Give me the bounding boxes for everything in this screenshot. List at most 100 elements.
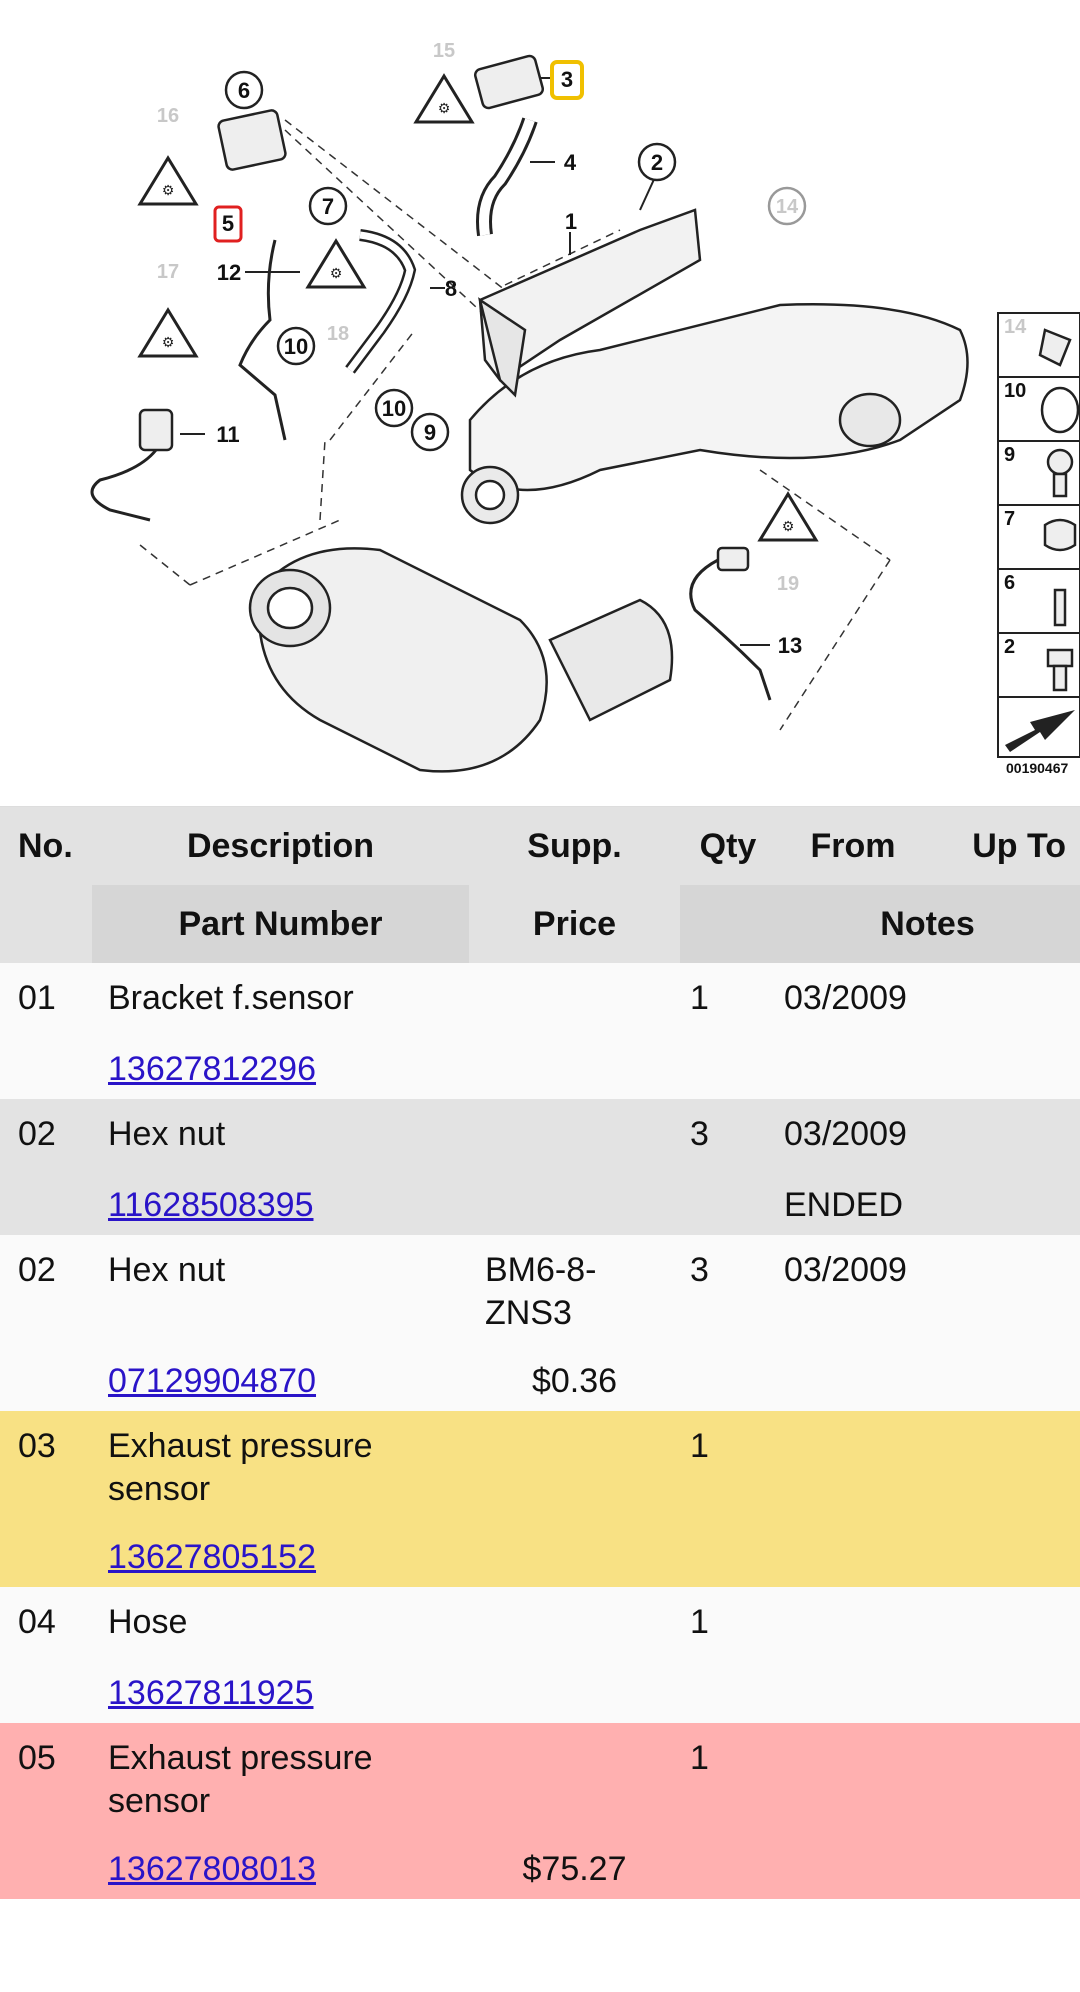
row-part-number: 13627811925 bbox=[92, 1663, 469, 1723]
row-description: Hex nut bbox=[92, 1099, 469, 1175]
row-qty: 3 bbox=[680, 1099, 776, 1175]
svg-text:19: 19 bbox=[777, 573, 799, 595]
svg-text:9: 9 bbox=[1004, 444, 1015, 466]
svg-text:4: 4 bbox=[564, 150, 577, 175]
row-qty: 3 bbox=[680, 1235, 776, 1351]
part-number-link[interactable]: 13627812296 bbox=[108, 1049, 317, 1088]
svg-text:2: 2 bbox=[1004, 636, 1015, 658]
part-number-link[interactable]: 11628508395 bbox=[108, 1185, 314, 1224]
row-price bbox=[469, 1175, 680, 1235]
svg-text:⚙: ⚙ bbox=[330, 265, 343, 281]
row-qty: 1 bbox=[680, 963, 776, 1039]
header-price: Price bbox=[469, 885, 680, 963]
header-from: From bbox=[776, 807, 930, 885]
row-notes bbox=[776, 1527, 1080, 1587]
header-description: Description bbox=[92, 807, 469, 885]
header-part-number: Part Number bbox=[92, 885, 469, 963]
row-notes bbox=[776, 1839, 1080, 1899]
row-from: 03/2009 bbox=[776, 1235, 930, 1351]
svg-text:12: 12 bbox=[217, 260, 241, 285]
svg-text:10: 10 bbox=[284, 334, 308, 359]
row-supp: BM6-8-ZNS3 bbox=[469, 1235, 680, 1351]
svg-text:18: 18 bbox=[327, 323, 349, 345]
row-from bbox=[776, 1723, 930, 1839]
row-from: 03/2009 bbox=[776, 963, 930, 1039]
svg-text:7: 7 bbox=[1004, 508, 1015, 530]
row-up-to bbox=[930, 963, 1080, 1039]
row-no: 04 bbox=[0, 1587, 92, 1663]
row-qty: 1 bbox=[680, 1411, 776, 1527]
row-no: 02 bbox=[0, 1099, 92, 1175]
svg-text:3: 3 bbox=[561, 67, 573, 92]
row-no: 02 bbox=[0, 1235, 92, 1351]
row-price: $0.36 bbox=[469, 1351, 680, 1411]
svg-text:16: 16 bbox=[157, 105, 179, 127]
svg-text:00190467: 00190467 bbox=[1006, 760, 1069, 776]
row-up-to bbox=[930, 1235, 1080, 1351]
row-supp bbox=[469, 1587, 680, 1663]
row-no: 03 bbox=[0, 1411, 92, 1527]
row-no: 05 bbox=[0, 1723, 92, 1839]
svg-text:6: 6 bbox=[1004, 572, 1015, 594]
row-part-number: 13627812296 bbox=[92, 1039, 469, 1099]
svg-text:13: 13 bbox=[778, 633, 802, 658]
row-notes bbox=[776, 1351, 1080, 1411]
row-part-number: 13627808013 bbox=[92, 1839, 469, 1899]
exploded-diagram-svg: ⚙ ⚙ ⚙ ⚙ ⚙ 6 2 7 10 10 9 3 5 4 bbox=[90, 40, 1080, 776]
row-supp bbox=[469, 1411, 680, 1527]
row-supp bbox=[469, 1723, 680, 1839]
svg-text:⚙: ⚙ bbox=[438, 100, 451, 116]
svg-text:9: 9 bbox=[424, 420, 436, 445]
svg-text:17: 17 bbox=[157, 261, 179, 283]
header-row-1: No. Description Supp. Qty From Up To bbox=[0, 807, 1080, 885]
svg-text:11: 11 bbox=[216, 422, 239, 447]
svg-text:2: 2 bbox=[651, 150, 663, 175]
row-price bbox=[469, 1527, 680, 1587]
row-description: Hose bbox=[92, 1587, 469, 1663]
part-number-link[interactable]: 07129904870 bbox=[108, 1361, 317, 1400]
table-row-detail: 13627805152 bbox=[0, 1527, 1080, 1587]
row-up-to bbox=[930, 1723, 1080, 1839]
svg-text:6: 6 bbox=[238, 78, 250, 103]
row-notes bbox=[776, 1039, 1080, 1099]
svg-text:⚙: ⚙ bbox=[782, 518, 795, 534]
parts-table: No. Description Supp. Qty From Up To Par… bbox=[0, 807, 1080, 963]
part-number-link[interactable]: 13627805152 bbox=[108, 1537, 317, 1576]
svg-text:7: 7 bbox=[322, 194, 334, 219]
row-no: 01 bbox=[0, 963, 92, 1039]
header-notes: Notes bbox=[680, 885, 1080, 963]
row-description: Hex nut bbox=[92, 1235, 469, 1351]
row-part-number: 07129904870 bbox=[92, 1351, 469, 1411]
row-price: $75.27 bbox=[469, 1839, 680, 1899]
part-number-link[interactable]: 13627811925 bbox=[108, 1673, 314, 1712]
warning-triangle-icon bbox=[137, 155, 199, 206]
table-row-detail: 13627811925 bbox=[0, 1663, 1080, 1723]
row-supp bbox=[469, 1099, 680, 1175]
svg-text:1: 1 bbox=[565, 209, 577, 234]
row-up-to bbox=[930, 1099, 1080, 1175]
svg-text:10: 10 bbox=[382, 396, 406, 421]
row-up-to bbox=[930, 1411, 1080, 1527]
header-qty: Qty bbox=[680, 807, 776, 885]
svg-text:8: 8 bbox=[445, 276, 457, 301]
row-notes bbox=[776, 1663, 1080, 1723]
table-row-detail: 07129904870 $0.36 bbox=[0, 1351, 1080, 1411]
header-row-2: Part Number Price Notes bbox=[0, 885, 1080, 963]
svg-text:⚙: ⚙ bbox=[162, 334, 175, 350]
row-notes: ENDED bbox=[776, 1175, 1080, 1235]
svg-text:14: 14 bbox=[776, 196, 799, 218]
part-number-link[interactable]: 13627808013 bbox=[108, 1849, 317, 1888]
row-price bbox=[469, 1039, 680, 1099]
row-description: Exhaust pressure sensor bbox=[92, 1411, 469, 1527]
row-description: Exhaust pressure sensor bbox=[92, 1723, 469, 1839]
header-up-to: Up To bbox=[930, 807, 1080, 885]
svg-text:14: 14 bbox=[1004, 316, 1027, 338]
row-from bbox=[776, 1411, 930, 1527]
table-row-detail: 13627808013 $75.27 bbox=[0, 1839, 1080, 1899]
svg-text:5: 5 bbox=[222, 211, 234, 236]
